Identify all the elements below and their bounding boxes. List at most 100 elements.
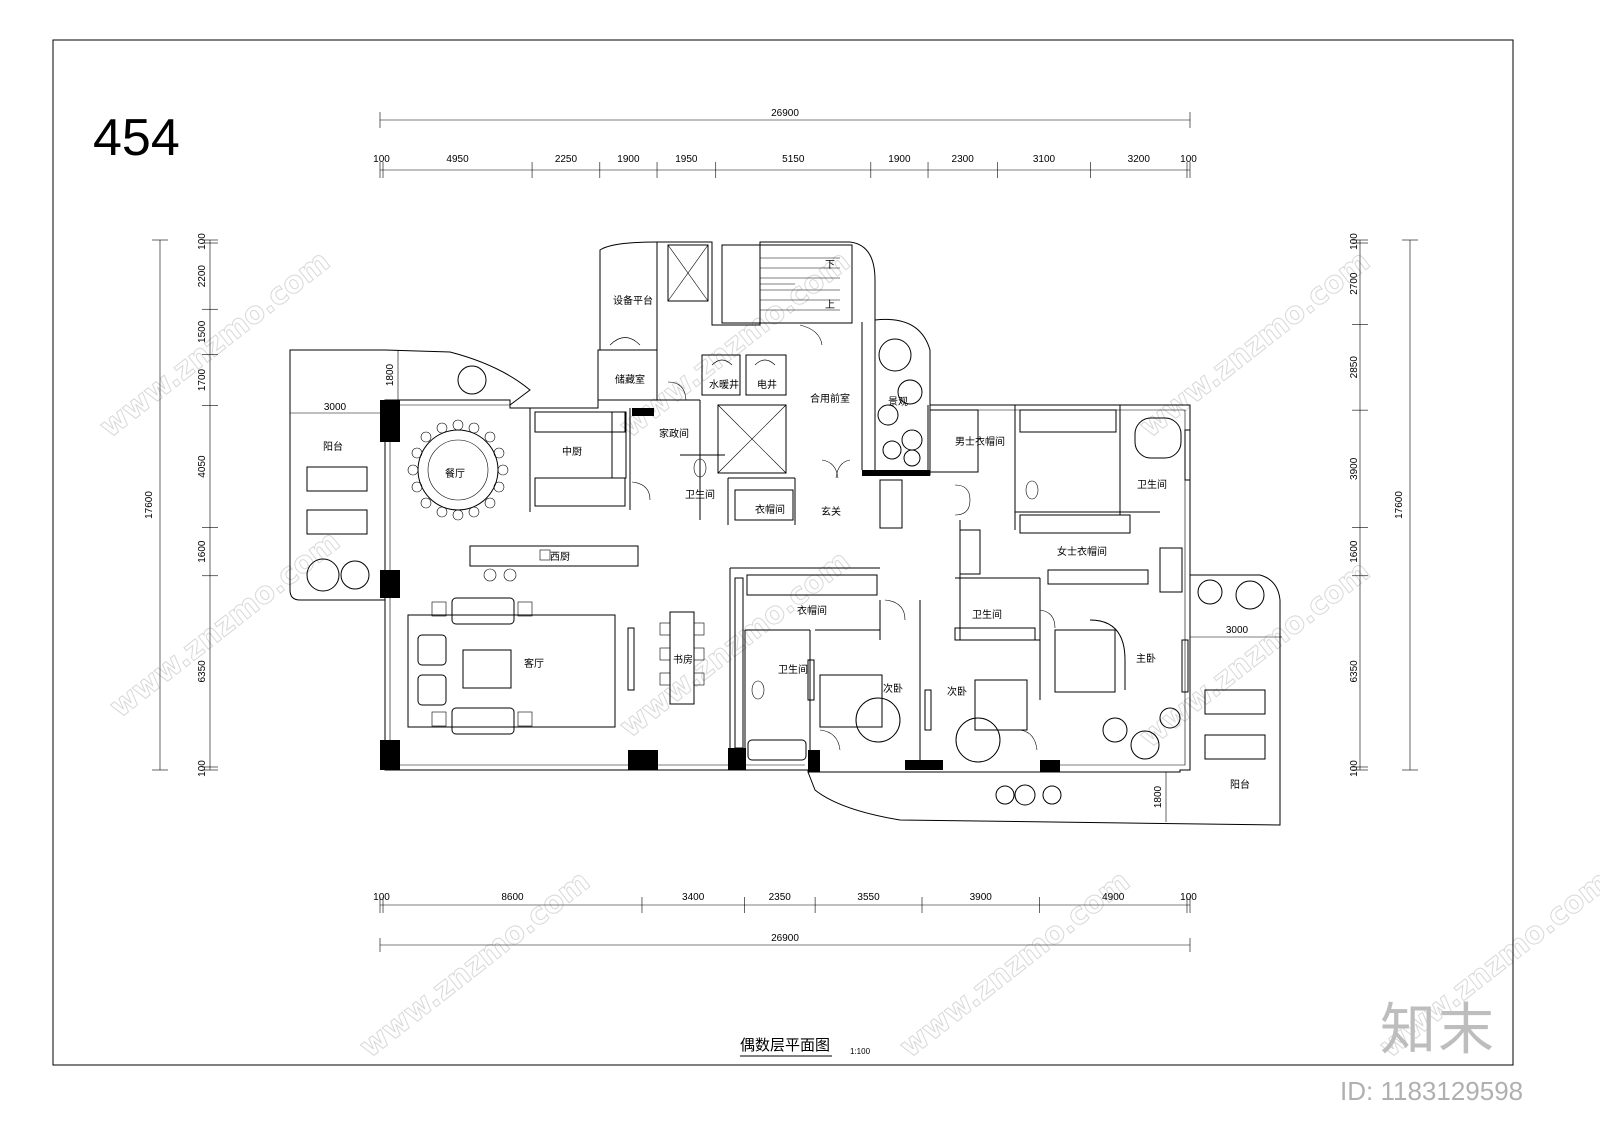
furniture xyxy=(306,338,1265,806)
dimension-label: 100 xyxy=(1349,233,1360,250)
dimension-label: 100 xyxy=(1180,154,1197,165)
label-master-bedroom: 主卧 xyxy=(1136,652,1156,665)
dimension-label: 1700 xyxy=(197,368,208,391)
dimension-label: 100 xyxy=(1349,760,1360,777)
dimension-left: 17600 100 2200 1500 1700 4050 1600 6350 100 xyxy=(144,233,218,777)
balconies xyxy=(289,241,1281,826)
dimension-label: 3900 xyxy=(1349,457,1360,480)
dimension-label: 4900 xyxy=(1102,892,1125,903)
stair-down-label: 下 xyxy=(825,260,835,271)
label-housekeeping: 家政间 xyxy=(659,427,689,440)
dimension-bottom: 100 8600 3400 2350 3550 3900 4900 100 26900 xyxy=(373,892,1197,952)
label-bath-mid-left: 卫生间 xyxy=(778,663,808,676)
dim-left-total: 17600 xyxy=(144,491,155,519)
label-living: 客厅 xyxy=(524,657,544,670)
dimension-label: 2700 xyxy=(1349,272,1360,295)
label-bedroom-second-a: 次卧 xyxy=(883,682,903,695)
label-bath-mid-right: 卫生间 xyxy=(972,608,1002,621)
dimension-label: 3100 xyxy=(1033,154,1056,165)
dimension-label: 1600 xyxy=(197,540,208,563)
label-balcony-east: 阳台 xyxy=(1230,778,1250,791)
image-id: ID: 1183129598 xyxy=(1340,1076,1524,1106)
elevator-main xyxy=(717,404,787,474)
dimension-label: 1950 xyxy=(675,154,698,165)
drawing-frame xyxy=(52,39,1514,1066)
balcony-west-outline xyxy=(289,349,385,601)
drawing-scale: 1:100 xyxy=(850,1047,871,1056)
dimension-label: 4950 xyxy=(446,154,469,165)
label-study: 书房 xyxy=(673,653,693,666)
dim-right-total: 17600 xyxy=(1394,491,1405,519)
dimension-label: 1600 xyxy=(1349,540,1360,563)
dimension-label: 3400 xyxy=(682,892,705,903)
label-womens-closet: 女士衣帽间 xyxy=(1057,545,1107,558)
dimension-label: 3900 xyxy=(970,892,993,903)
dimension-label: 2200 xyxy=(197,265,208,288)
balcony-east-outline xyxy=(807,574,1281,826)
drawing-title-text: 偶数层平面图 xyxy=(740,1036,830,1054)
label-foyer: 玄关 xyxy=(821,505,841,518)
exterior-wall xyxy=(384,241,1191,773)
label-electric-shaft: 电井 xyxy=(757,378,777,391)
label-chinese-kitchen: 中厨 xyxy=(562,445,582,458)
watermark-text: www.znzmo.com xyxy=(1133,244,1377,445)
watermark-text: www.znzmo.com xyxy=(103,524,347,725)
label-balcony-west: 阳台 xyxy=(323,440,343,453)
brand-logo: 知末 xyxy=(1380,998,1496,1063)
dim-balcony-west-depth: 1800 xyxy=(385,363,396,386)
elevator-left xyxy=(667,244,709,302)
balcony-dimensions: 3000 1800 3000 1800 xyxy=(290,350,1282,822)
dimension-label: 6350 xyxy=(1349,660,1360,683)
stairwell xyxy=(721,244,853,324)
dim-balcony-east-width: 3000 xyxy=(1226,625,1249,636)
label-water-heating-shaft: 水暖井 xyxy=(709,378,739,391)
dimension-label: 2850 xyxy=(1349,356,1360,379)
label-storage: 储藏室 xyxy=(615,373,645,386)
dimension-label: 1900 xyxy=(888,154,911,165)
dimension-label: 4050 xyxy=(197,455,208,478)
drawing-title: 偶数层平面图 1:100 xyxy=(740,1036,871,1057)
living-rug xyxy=(407,614,616,728)
dimension-label: 100 xyxy=(197,760,208,777)
watermark-text: www.znzmo.com xyxy=(93,244,337,445)
dimension-label: 100 xyxy=(373,154,390,165)
label-bath-master: 卫生间 xyxy=(1137,478,1167,491)
sheet-number: 454 xyxy=(93,109,180,167)
dim-balcony-west-width: 3000 xyxy=(324,402,347,413)
dimension-top: 26900 100 4950 2250 1900 1950 5150 1900 2300 310… xyxy=(373,108,1197,178)
label-closet-small: 衣帽间 xyxy=(755,503,785,516)
dim-top-total: 26900 xyxy=(771,108,799,119)
dimension-label: 1900 xyxy=(617,154,640,165)
label-closet-mid: 衣帽间 xyxy=(797,604,827,617)
dimension-label: 5150 xyxy=(782,154,805,165)
dimension-label: 8600 xyxy=(501,892,524,903)
dimension-label: 3550 xyxy=(857,892,880,903)
label-mens-closet: 男士衣帽间 xyxy=(955,435,1005,448)
dimension-label: 100 xyxy=(197,233,208,250)
dim-bottom-total: 26900 xyxy=(771,933,799,944)
dimension-label: 2350 xyxy=(769,892,792,903)
dimension-label: 100 xyxy=(373,892,390,903)
dimension-label: 3200 xyxy=(1128,154,1151,165)
watermark-text: www.znzmo.com xyxy=(893,864,1137,1065)
label-western-kitchen: 西厨 xyxy=(550,551,570,563)
dimension-label: 2250 xyxy=(555,154,578,165)
label-equipment-platform: 设备平台 xyxy=(613,294,653,307)
room-labels: 设备平台 储藏室 水暖井 电井 合用前室 景观 男士衣帽间 阳台 中厨 家政间 … xyxy=(323,294,1250,791)
stair-up-label: 上 xyxy=(825,299,835,311)
watermark-text: www.znzmo.com xyxy=(1133,554,1377,755)
label-shared-lobby: 合用前室 xyxy=(810,392,850,405)
dimension-label: 1500 xyxy=(197,320,208,343)
dimension-label: 100 xyxy=(1180,892,1197,903)
label-bedroom-second-b: 次卧 xyxy=(947,685,967,698)
dimension-label: 6350 xyxy=(197,660,208,683)
building-walls: 下 上 xyxy=(380,241,1191,773)
dimension-right: 17600 100 2700 2850 3900 1600 6350 100 xyxy=(1349,233,1418,777)
label-landscape: 景观 xyxy=(888,396,908,408)
dimension-label: 2300 xyxy=(952,154,975,165)
watermark-layer: www.znzmo.com www.znzmo.com www.znzmo.co… xyxy=(93,243,1600,1065)
label-dining: 餐厅 xyxy=(445,467,465,480)
dim-balcony-south-depth: 1800 xyxy=(1153,785,1164,808)
label-bath-small: 卫生间 xyxy=(685,488,715,501)
